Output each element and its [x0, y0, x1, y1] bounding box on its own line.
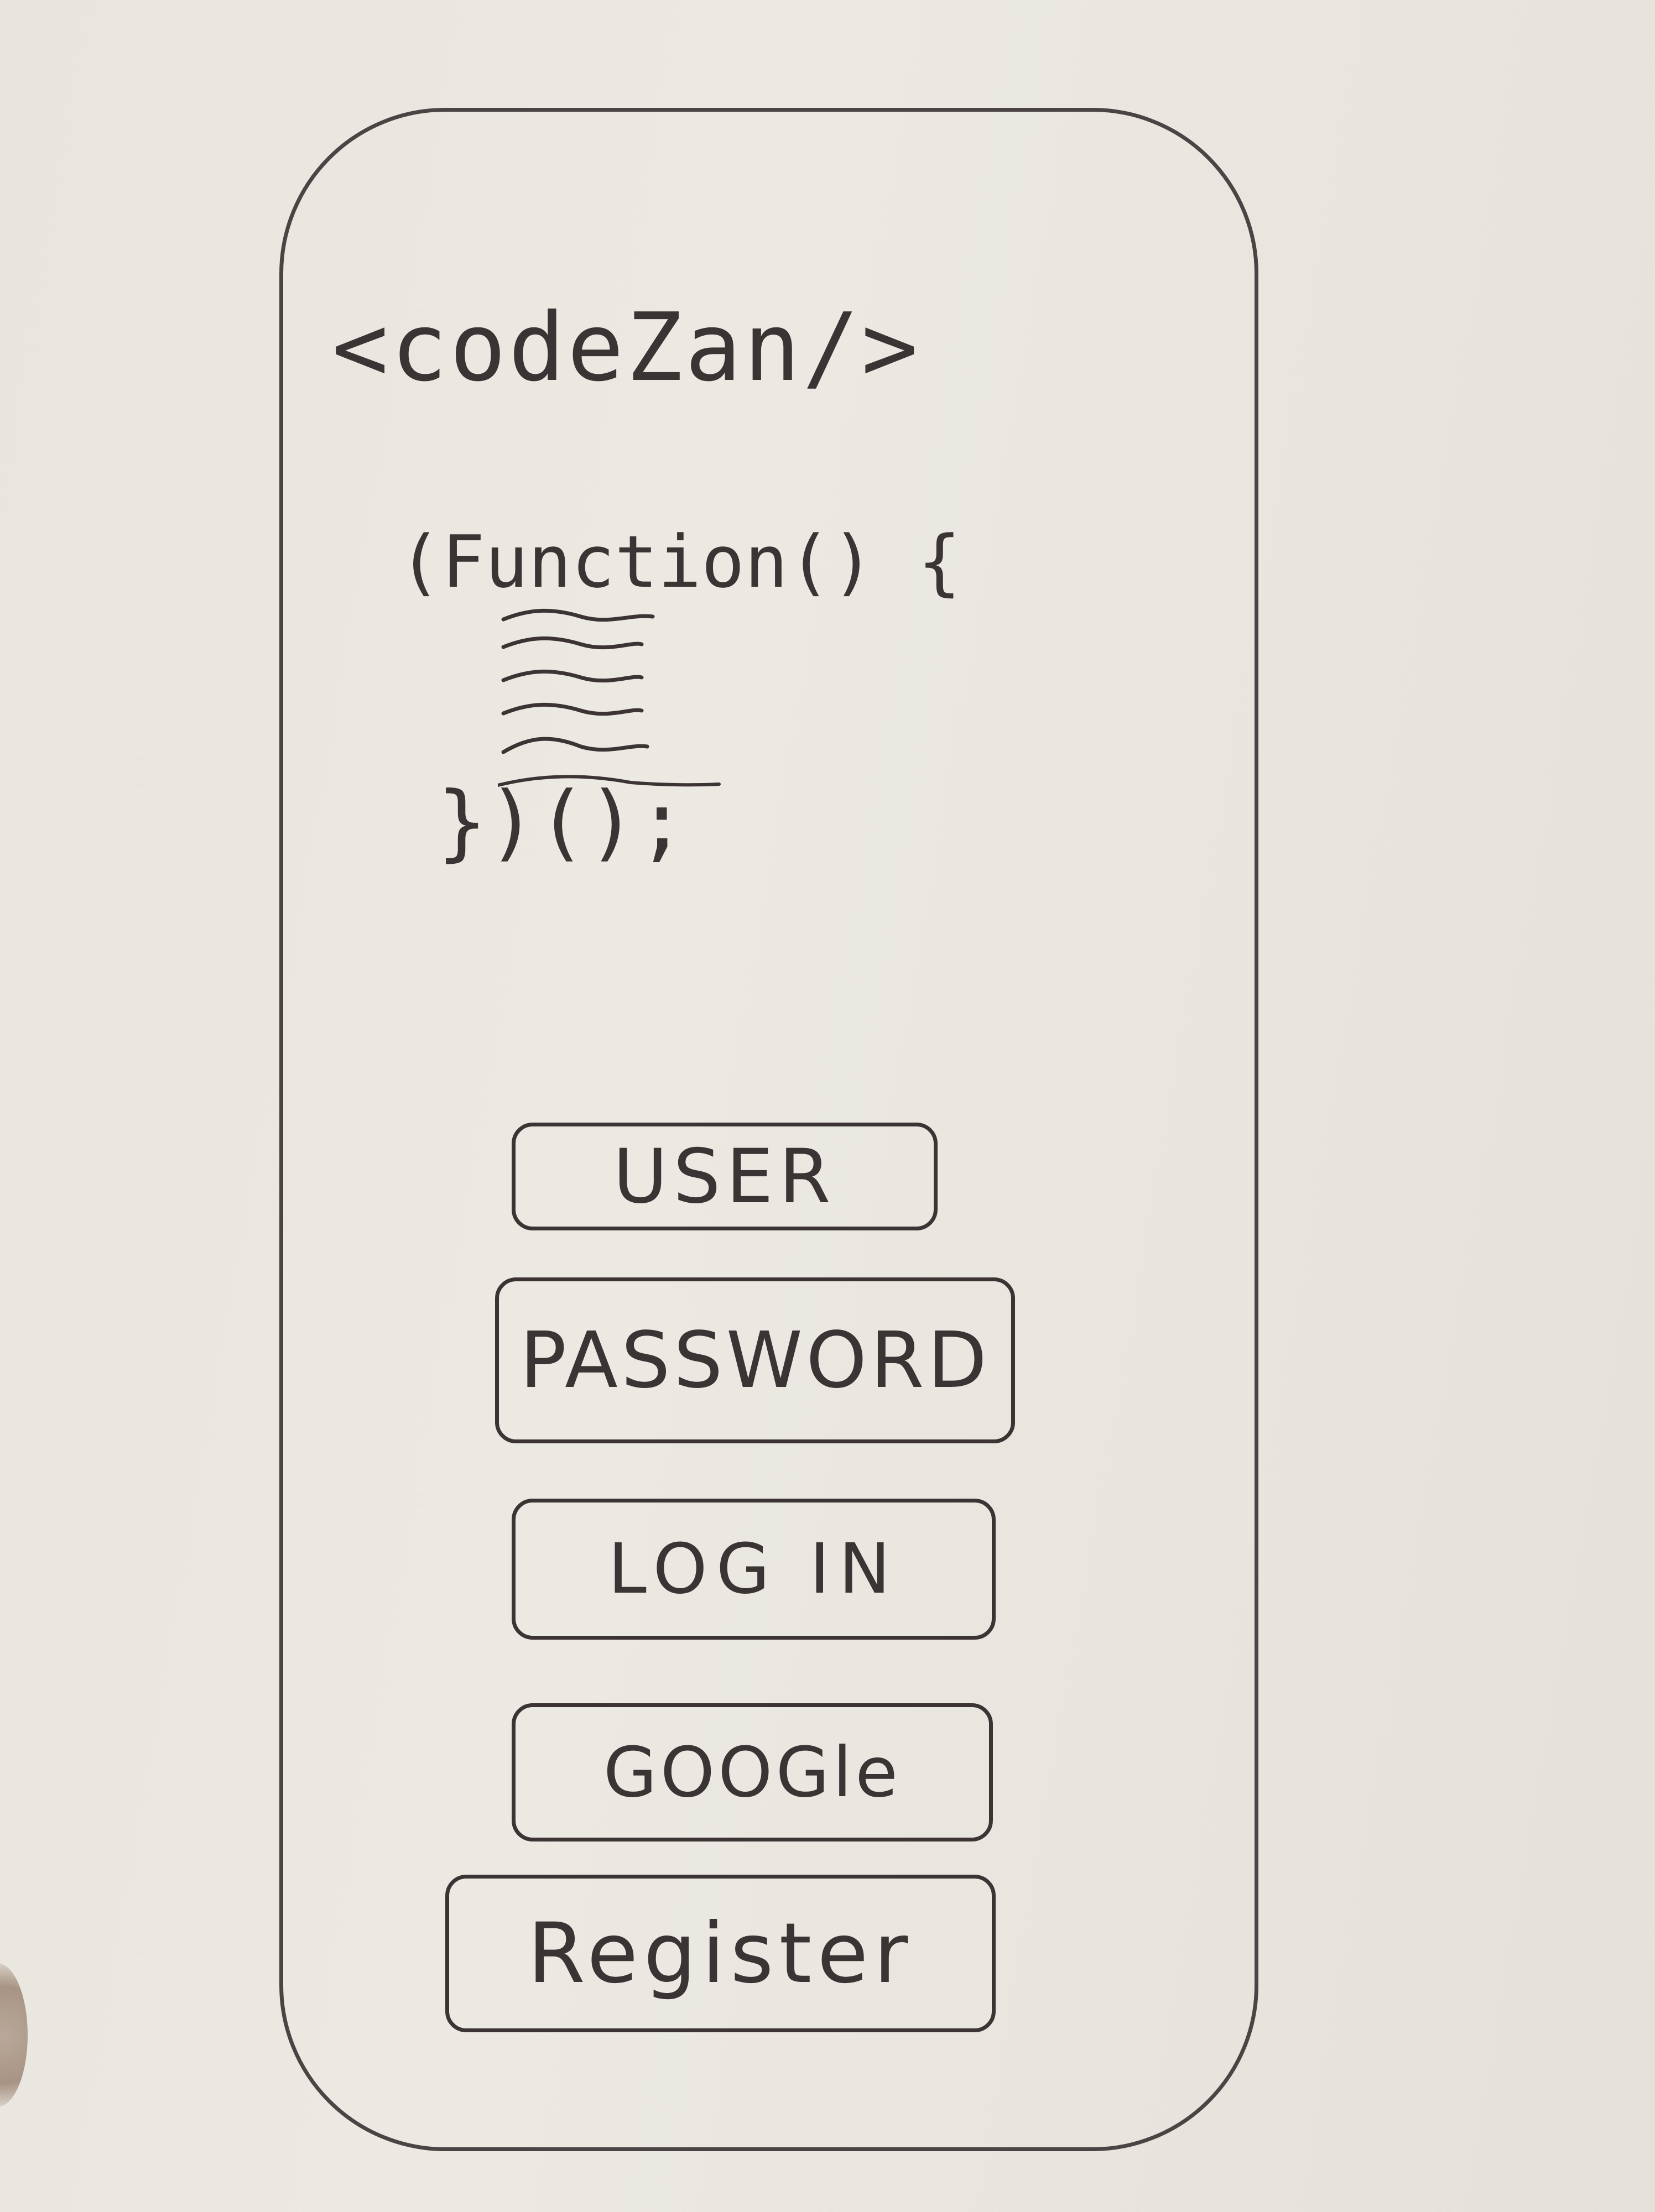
thumb-edge — [0, 1963, 28, 2107]
phone-frame — [279, 108, 1258, 2151]
code-body-squiggles — [498, 608, 721, 787]
login-button[interactable]: LOG IN — [512, 1499, 996, 1640]
register-button[interactable]: Register — [445, 1875, 996, 2032]
user-input[interactable]: USER — [512, 1123, 938, 1230]
code-close-line: })(); — [437, 774, 687, 870]
password-input[interactable]: PASSWORD — [495, 1277, 1015, 1443]
app-logo: <codeZan/> — [332, 293, 920, 403]
google-login-button[interactable]: GOOGle — [512, 1703, 993, 1841]
code-open-line: (Function() { — [398, 520, 961, 604]
